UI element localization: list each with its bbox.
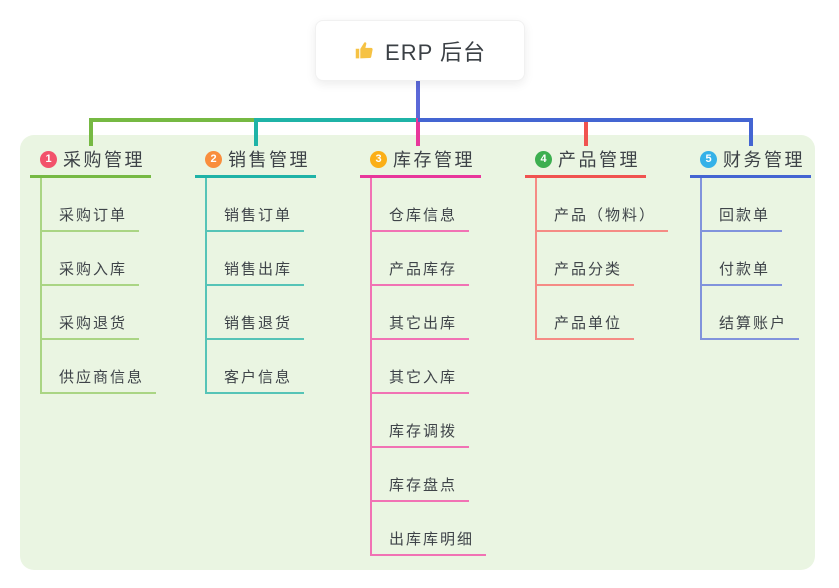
root-connector-line	[415, 79, 420, 122]
child-node[interactable]: 其它入库	[372, 340, 470, 394]
child-node[interactable]: 库存盘点	[372, 448, 470, 502]
branch-4: 4 产品管理 产品（物料）产品分类产品单位	[525, 143, 669, 340]
child-node[interactable]: 供应商信息	[42, 340, 157, 394]
child-node[interactable]: 销售出库	[207, 232, 305, 286]
bus-segment	[255, 118, 420, 122]
root-node[interactable]: ERP 后台	[315, 20, 525, 81]
branch-number-badge: 4	[535, 150, 552, 168]
branch-drop-line	[415, 118, 420, 146]
child-node[interactable]: 出库库明细	[372, 502, 487, 556]
branch-label: 财务管理	[723, 150, 805, 170]
child-node[interactable]: 其它出库	[372, 286, 470, 340]
child-node[interactable]: 产品单位	[537, 286, 635, 340]
branch-children: 采购订单采购入库采购退货供应商信息	[40, 178, 157, 394]
branch-2: 2 销售管理 销售订单销售出库销售退货客户信息	[195, 143, 316, 394]
branch-children: 产品（物料）产品分类产品单位	[535, 178, 669, 340]
branch-drop-line	[88, 118, 93, 146]
branch-number-badge: 1	[40, 150, 57, 168]
child-node[interactable]: 客户信息	[207, 340, 305, 394]
child-node[interactable]: 产品库存	[372, 232, 470, 286]
child-node[interactable]: 销售退货	[207, 286, 305, 340]
branch-children: 回款单付款单结算账户	[700, 178, 800, 340]
branch-title[interactable]: 1 采购管理	[30, 143, 151, 178]
child-node[interactable]: 产品分类	[537, 232, 635, 286]
branch-title[interactable]: 2 销售管理	[195, 143, 316, 178]
branch-label: 采购管理	[63, 150, 145, 170]
branch-drop-line	[253, 118, 258, 146]
child-node[interactable]: 付款单	[702, 232, 783, 286]
branch-label: 产品管理	[558, 150, 640, 170]
child-node[interactable]: 采购入库	[42, 232, 140, 286]
branch-3: 3 库存管理 仓库信息产品库存其它出库其它入库库存调拨库存盘点出库库明细	[360, 143, 487, 556]
bus-segment	[417, 118, 753, 122]
child-node[interactable]: 库存调拨	[372, 394, 470, 448]
thumbs-up-icon	[354, 40, 375, 61]
root-title: ERP 后台	[385, 39, 486, 65]
branch-title[interactable]: 4 产品管理	[525, 143, 646, 178]
branch-label: 库存管理	[393, 150, 475, 170]
branch-children: 仓库信息产品库存其它出库其它入库库存调拨库存盘点出库库明细	[370, 178, 487, 556]
child-node[interactable]: 采购退货	[42, 286, 140, 340]
child-node[interactable]: 仓库信息	[372, 178, 470, 232]
branch-number-badge: 5	[700, 150, 717, 168]
branch-drop-line	[583, 118, 588, 146]
child-node[interactable]: 产品（物料）	[537, 178, 669, 232]
child-node[interactable]: 结算账户	[702, 286, 800, 340]
child-node[interactable]: 采购订单	[42, 178, 140, 232]
child-node[interactable]: 销售订单	[207, 178, 305, 232]
branch-1: 1 采购管理 采购订单采购入库采购退货供应商信息	[30, 143, 157, 394]
branch-label: 销售管理	[228, 150, 310, 170]
branch-title[interactable]: 3 库存管理	[360, 143, 481, 178]
branch-5: 5 财务管理 回款单付款单结算账户	[690, 143, 811, 340]
branch-drop-line	[748, 118, 753, 146]
branch-title[interactable]: 5 财务管理	[690, 143, 811, 178]
branch-children: 销售订单销售出库销售退货客户信息	[205, 178, 305, 394]
child-node[interactable]: 回款单	[702, 178, 783, 232]
branches-panel	[20, 135, 815, 570]
branch-number-badge: 2	[205, 150, 222, 168]
branch-number-badge: 3	[370, 150, 387, 168]
